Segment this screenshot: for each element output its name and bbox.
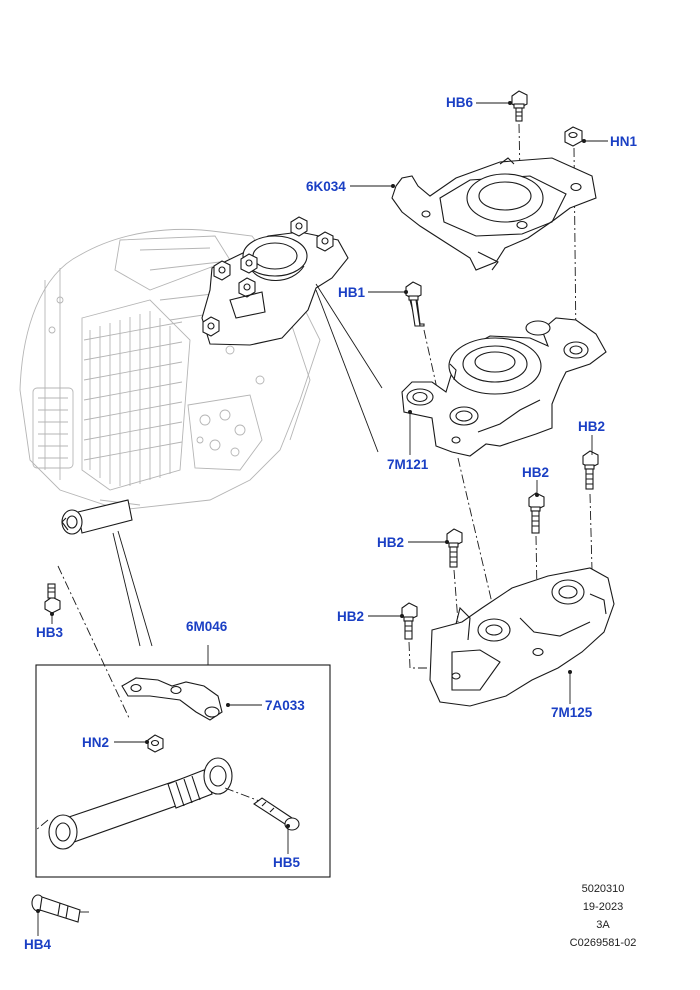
transmission-ghost xyxy=(19,228,321,511)
projection-line xyxy=(315,289,379,453)
bolt-hb3 xyxy=(44,583,61,614)
reference-drawing-id: C0269581-02 xyxy=(569,937,637,949)
callout-hb4: HB4 xyxy=(24,937,52,952)
support-bracket-7m125 xyxy=(429,567,615,707)
callout-hb6: HB6 xyxy=(446,95,474,110)
assembly-box xyxy=(35,664,331,878)
leader-lines xyxy=(36,101,608,936)
callout-hb2-right: HB2 xyxy=(578,419,606,434)
callout-hn2: HN2 xyxy=(82,735,110,750)
callout-hb3: HB3 xyxy=(36,625,64,640)
callout-7m125: 7M125 xyxy=(551,705,593,720)
bolt-hb1 xyxy=(405,281,425,327)
callout-hb5: HB5 xyxy=(273,855,301,870)
bolt-hb2-middle xyxy=(528,492,545,534)
callout-6m046: 6M046 xyxy=(186,619,228,634)
callout-hn1: HN1 xyxy=(610,134,638,149)
callout-hb1: HB1 xyxy=(338,285,366,300)
callout-hb2-left-upper: HB2 xyxy=(377,535,405,550)
torque-rod xyxy=(48,757,233,850)
bolt-hb2-left-upper xyxy=(446,528,463,568)
callout-7a033: 7A033 xyxy=(265,698,305,713)
bracket-7a033 xyxy=(121,677,223,721)
installed-mount xyxy=(201,216,349,346)
callout-7m121: 7M121 xyxy=(387,457,429,472)
nut-hn1 xyxy=(564,126,583,147)
reference-date: 19-2023 xyxy=(582,901,624,913)
bolt-hb6 xyxy=(511,90,528,122)
bolt-hb5 xyxy=(253,797,300,831)
nut-hn2 xyxy=(147,734,164,753)
callout-6k034: 6K034 xyxy=(306,179,346,194)
reference-revision: 3A xyxy=(596,919,610,931)
reference-number: 5020310 xyxy=(581,883,625,895)
bracket-6k034 xyxy=(391,157,597,271)
bolt-hb4 xyxy=(31,894,81,923)
projection-line xyxy=(112,532,141,647)
installed-torque-rod xyxy=(61,499,133,535)
projection-line xyxy=(117,530,153,647)
callout-hb2-middle: HB2 xyxy=(522,465,550,480)
projection-line xyxy=(315,283,383,389)
engine-mount-7m121 xyxy=(401,317,607,457)
bolt-hb2-left-lower xyxy=(401,602,418,640)
reference-block: 5020310 19-2023 3A C0269581-02 xyxy=(548,880,658,952)
bolt-hb2-right xyxy=(582,450,599,490)
callout-hb2-left-lower: HB2 xyxy=(337,609,365,624)
